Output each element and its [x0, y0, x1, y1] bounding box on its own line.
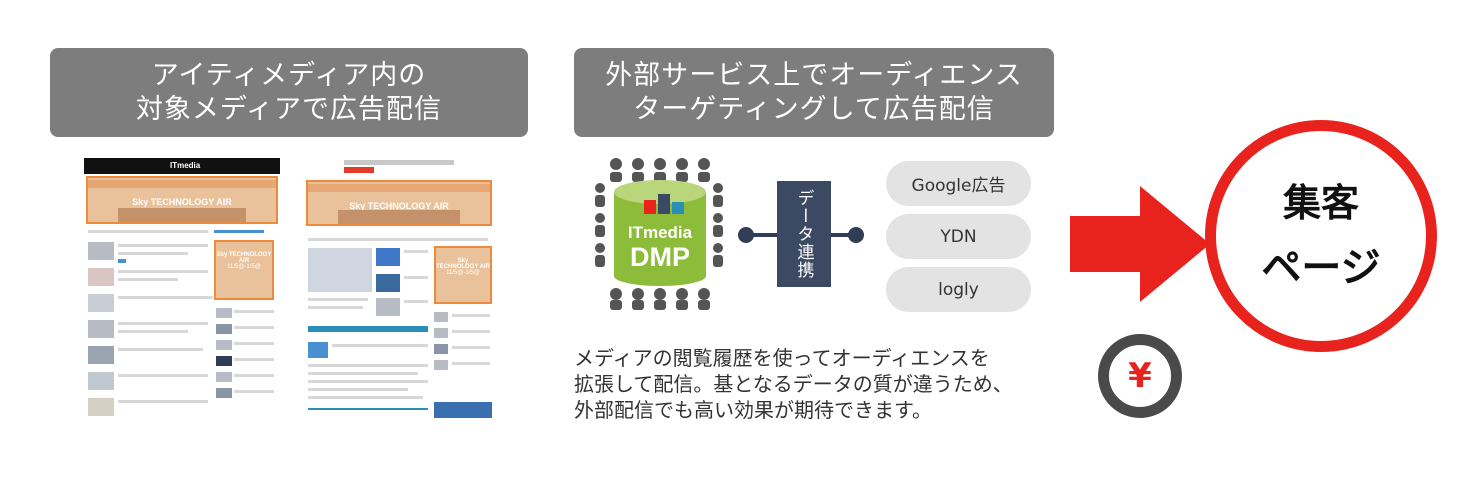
service-pill-google-ads: Google広告 — [886, 161, 1031, 206]
desktop-ad-banner: Sky TECHNOLOGY AIR 11/5@-1/5@ — [306, 180, 492, 226]
description-line2: 拡張して配信。基となるデータの質が違うため、 — [574, 372, 1013, 396]
desktop-side-ad: Sky TECHNOLOGY AIR 11/5@-1/5@ — [434, 246, 492, 304]
landing-page-label-line2: ページ — [1261, 245, 1381, 291]
side-ad-date: 11/5@-1/5@ — [227, 264, 261, 270]
site-topbar: ITmedia — [84, 158, 280, 174]
side-ad-title: Sky TECHNOLOGY AIR — [216, 252, 272, 264]
onsite-ads-header-line2: 対象メディアで広告配信 — [135, 93, 443, 125]
external-ads-header: 外部サービス上でオーディエンス ターゲティングして広告配信 — [574, 48, 1054, 137]
description-line3: 外部配信でも高い効果が期待できます。 — [574, 398, 932, 422]
right-arrow-icon — [1070, 186, 1210, 302]
desktop-ad-title: Sky TECHNOLOGY AIR — [349, 201, 449, 211]
yen-symbol: ¥ — [1128, 356, 1152, 396]
dmp-brand-text: ITmedia — [628, 223, 693, 242]
site-logo: ITmedia — [170, 161, 201, 170]
external-ads-header-line1: 外部サービス上でオーディエンス — [605, 59, 1023, 91]
link-dot-right — [848, 227, 864, 243]
data-link-label: データ連携 — [793, 189, 814, 279]
desktop-side-ad-date: 11/5@-1/5@ — [446, 270, 480, 276]
service-pill-logly: logly — [886, 267, 1031, 312]
data-link-box: データ連携 — [777, 181, 831, 287]
desktop-side-ad-title: Sky TECHNOLOGY AIR — [436, 258, 491, 270]
description-line1: メディアの閲覧履歴を使ってオーディエンスを — [574, 346, 990, 370]
link-dot-left — [738, 227, 754, 243]
onsite-ads-header-line1: アイティメディア内の — [151, 59, 427, 91]
dmp-label-text: DMP — [630, 242, 690, 272]
external-ads-header-line2: ターゲティングして広告配信 — [633, 93, 995, 125]
ad-banner: Sky TECHNOLOGY AIR 11/5@-1/5@ — [86, 176, 278, 224]
onsite-ads-header: アイティメディア内の 対象メディアで広告配信 — [50, 48, 528, 137]
desktop-site-screenshot: Sky TECHNOLOGY AIR 11/5@-1/5@ Sky TECHNO… — [304, 158, 494, 430]
yen-coin-icon: ¥ — [1098, 334, 1182, 418]
landing-page-label-line1: 集客 — [1282, 181, 1359, 225]
side-ad-banner: Sky TECHNOLOGY AIR 11/5@-1/5@ — [214, 240, 274, 300]
description-text: メディアの閲覧履歴を使ってオーディエンスを 拡張して配信。基となるデータの質が違… — [574, 345, 1074, 423]
dmp-database-icon: ITmedia DMP — [595, 158, 723, 310]
ad-banner-title: Sky TECHNOLOGY AIR — [132, 197, 232, 207]
mobile-site-screenshot: ITmedia Sky TECHNOLOGY AIR 11/5@-1/5@ Sk… — [84, 158, 280, 430]
landing-page-circle: 集客 ページ — [1205, 120, 1437, 352]
service-pill-ydn: YDN — [886, 214, 1031, 259]
